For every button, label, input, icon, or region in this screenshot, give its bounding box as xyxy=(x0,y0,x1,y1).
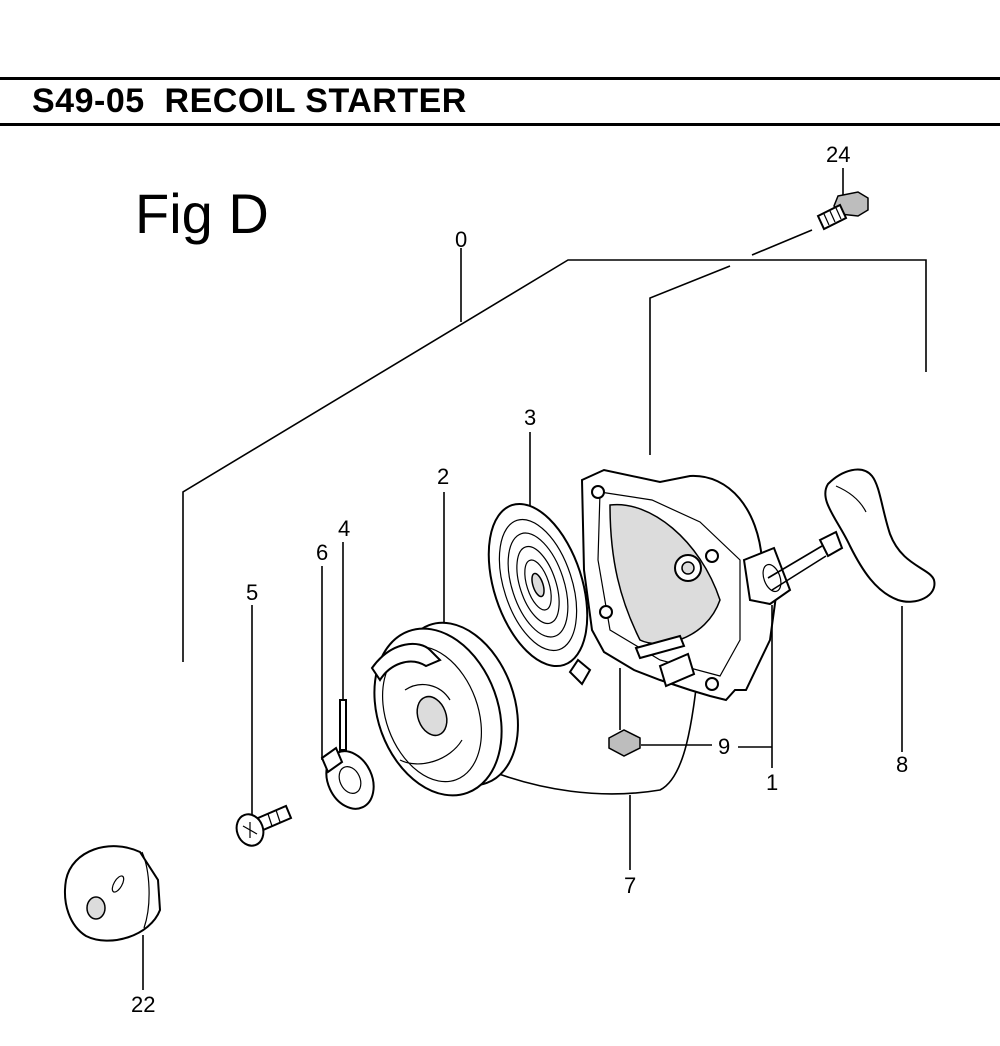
header-bottom-rule xyxy=(0,123,1000,126)
callout-24: 24 xyxy=(826,142,850,167)
callout-7: 7 xyxy=(624,873,636,898)
part-9-block[interactable] xyxy=(608,729,712,757)
figure-label: Fig D xyxy=(135,182,269,245)
callout-8: 8 xyxy=(896,752,908,777)
callout-22: 22 xyxy=(131,992,155,1017)
part-6-pawl[interactable] xyxy=(317,566,382,816)
part-2-reel[interactable] xyxy=(352,492,539,813)
assembly-bracket-lines xyxy=(182,229,927,662)
header-top-rule xyxy=(0,77,1000,80)
part-3-spiral-spring[interactable] xyxy=(470,432,606,686)
part-8-handle[interactable] xyxy=(767,468,936,752)
callout-9: 9 xyxy=(718,734,730,759)
callout-4: 4 xyxy=(338,516,350,541)
page-title: S49-05 RECOIL STARTER xyxy=(32,82,467,120)
part-4-pin[interactable] xyxy=(339,542,347,751)
callout-2: 2 xyxy=(437,464,449,489)
part-5-screw[interactable] xyxy=(232,605,293,849)
callout-labels: 24 0 3 2 4 6 5 9 1 8 7 22 xyxy=(131,142,908,1017)
callout-0: 0 xyxy=(455,227,467,252)
callout-6: 6 xyxy=(316,540,328,565)
part-22-pulley-cup[interactable] xyxy=(64,845,162,990)
part-24-bolt[interactable] xyxy=(816,168,869,231)
callout-3: 3 xyxy=(524,405,536,430)
part-1-starter-case[interactable] xyxy=(580,468,792,768)
callout-1: 1 xyxy=(766,770,778,795)
callout-5: 5 xyxy=(246,580,258,605)
